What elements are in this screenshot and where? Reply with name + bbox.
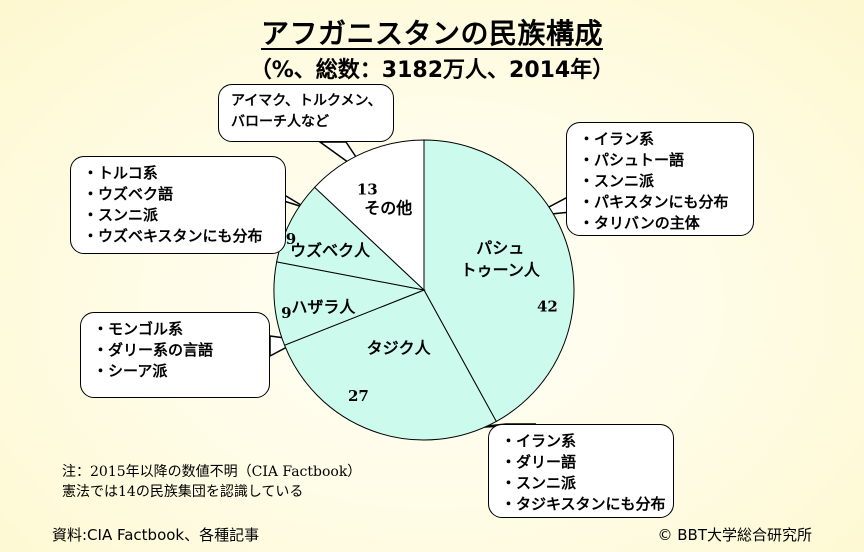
pie-slice bbox=[283, 289, 497, 441]
callout-pashtun-line: ・イラン系 bbox=[579, 130, 655, 148]
slice-label: タジク人 bbox=[367, 339, 432, 358]
callout-pashtun-line: ・パシュトー語 bbox=[579, 151, 685, 169]
copyright-text: © BBT大学総合研究所 bbox=[657, 526, 812, 544]
slice-label: ハザラ人 bbox=[291, 298, 356, 317]
callout-uzbek: ・トルコ系・ウズベク語・スンニ派・ウズベキスタンにも分布 bbox=[70, 156, 286, 254]
slice-label: その他 bbox=[364, 198, 412, 217]
callout-hazara-line: ・ダリー系の言語 bbox=[93, 341, 214, 359]
slice-label: ウズベク人 bbox=[290, 241, 371, 260]
source-text: 資料:CIA Factbook、各種記事 bbox=[52, 526, 260, 544]
footnote: 注：2015年以降の数値不明（CIA Factbook） 憲法では14の民族集団… bbox=[62, 462, 361, 502]
callout-other-line: アイマク、トルクメン、 bbox=[231, 93, 382, 109]
pie-slice bbox=[423, 139, 575, 423]
slice-value: 13 bbox=[357, 180, 378, 198]
callout-pashtun: ・イラン系・パシュトー語・スンニ派・パキスタンにも分布・タリバンの主体 bbox=[566, 122, 754, 236]
callout-hazara-line: ・モンゴル系 bbox=[93, 320, 184, 338]
footnote-line-2: 憲法では14の民族集団を認識している bbox=[62, 484, 304, 500]
chart-subtitle: （%、総数：3182万人、2014年） bbox=[249, 58, 615, 83]
callout-uzbek-line: ・トルコ系 bbox=[83, 164, 158, 182]
pie-slice bbox=[276, 186, 426, 291]
callout-tajik-line: ・タジキスタンにも分布 bbox=[501, 495, 666, 513]
pie-slice bbox=[273, 261, 426, 346]
pie-slice bbox=[313, 139, 425, 292]
chart-title: アフガニスタンの民族構成 bbox=[260, 17, 603, 50]
callout-uzbek-line: ・ウズベキスタンにも分布 bbox=[83, 227, 263, 245]
callout-pashtun-line: ・パキスタンにも分布 bbox=[579, 193, 729, 211]
callout-tajik-line: ・スンニ派 bbox=[501, 474, 577, 492]
callout-pashtun-line: ・スンニ派 bbox=[579, 172, 655, 190]
slice-label: パシュトゥーン人 bbox=[461, 239, 541, 280]
callout-tajik: ・イラン系・ダリー語・スンニ派・タジキスタンにも分布 bbox=[488, 424, 674, 518]
footnote-line-1: 注：2015年以降の数値不明（CIA Factbook） bbox=[62, 464, 362, 480]
slice-value: 27 bbox=[348, 387, 369, 405]
callout-uzbek-line: ・ウズベク語 bbox=[83, 185, 174, 203]
slice-value: 9 bbox=[286, 230, 296, 248]
callout-tajik-line: ・ダリー語 bbox=[501, 453, 577, 471]
callout-pashtun-line: ・タリバンの主体 bbox=[579, 214, 700, 232]
callout-hazara-line: ・シーア派 bbox=[93, 362, 168, 380]
callout-tajik-line: ・イラン系 bbox=[501, 432, 577, 450]
slice-value: 42 bbox=[537, 297, 558, 315]
callout-other-line: バローチ人など bbox=[231, 114, 329, 130]
callout-uzbek-line: ・スンニ派 bbox=[83, 206, 159, 224]
callout-other: アイマク、トルクメン、バローチ人など bbox=[218, 84, 394, 142]
slice-value: 9 bbox=[281, 304, 291, 322]
callout-hazara: ・モンゴル系・ダリー系の言語・シーア派 bbox=[80, 312, 270, 398]
